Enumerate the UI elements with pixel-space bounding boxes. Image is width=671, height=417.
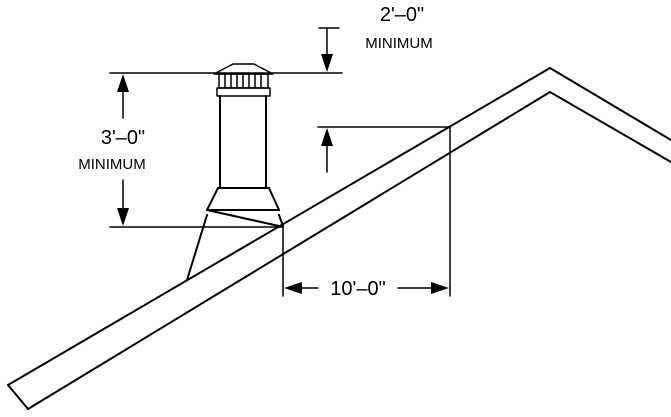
dimension-ridge-clearance xyxy=(317,126,451,173)
roof-outer-edge xyxy=(7,67,671,386)
cap-clearance-note: MINIMUM xyxy=(365,35,433,52)
roof-flashing xyxy=(186,214,284,281)
arrow-right-icon xyxy=(431,282,449,294)
arrow-up-icon xyxy=(321,128,333,146)
roof xyxy=(7,67,671,410)
chimney-pipe xyxy=(219,95,267,189)
dimension-horizontal-distance: 10'–0" xyxy=(282,126,451,300)
cap-louvers xyxy=(224,74,262,88)
chimney xyxy=(186,63,284,281)
chimney-cap xyxy=(213,63,274,97)
dimension-chimney-height: 3'–0" MINIMUM xyxy=(78,72,343,228)
chimney-height-note: MINIMUM xyxy=(78,156,146,173)
arrow-left-icon xyxy=(284,282,302,294)
dimension-cap-clearance: 2'–0" MINIMUM xyxy=(318,4,433,72)
horizontal-distance-value: 10'–0" xyxy=(330,278,385,300)
cap-clearance-value: 2'–0" xyxy=(380,4,424,26)
chimney-height-value: 3'–0" xyxy=(101,127,145,149)
arrow-down-icon xyxy=(117,208,129,226)
arrow-up-icon xyxy=(117,74,129,92)
cap-collar xyxy=(216,87,271,97)
storm-collar xyxy=(206,187,280,227)
arrow-down-icon xyxy=(321,54,333,72)
roof-inner-edge xyxy=(27,91,671,410)
roof-end-cap xyxy=(7,384,29,410)
